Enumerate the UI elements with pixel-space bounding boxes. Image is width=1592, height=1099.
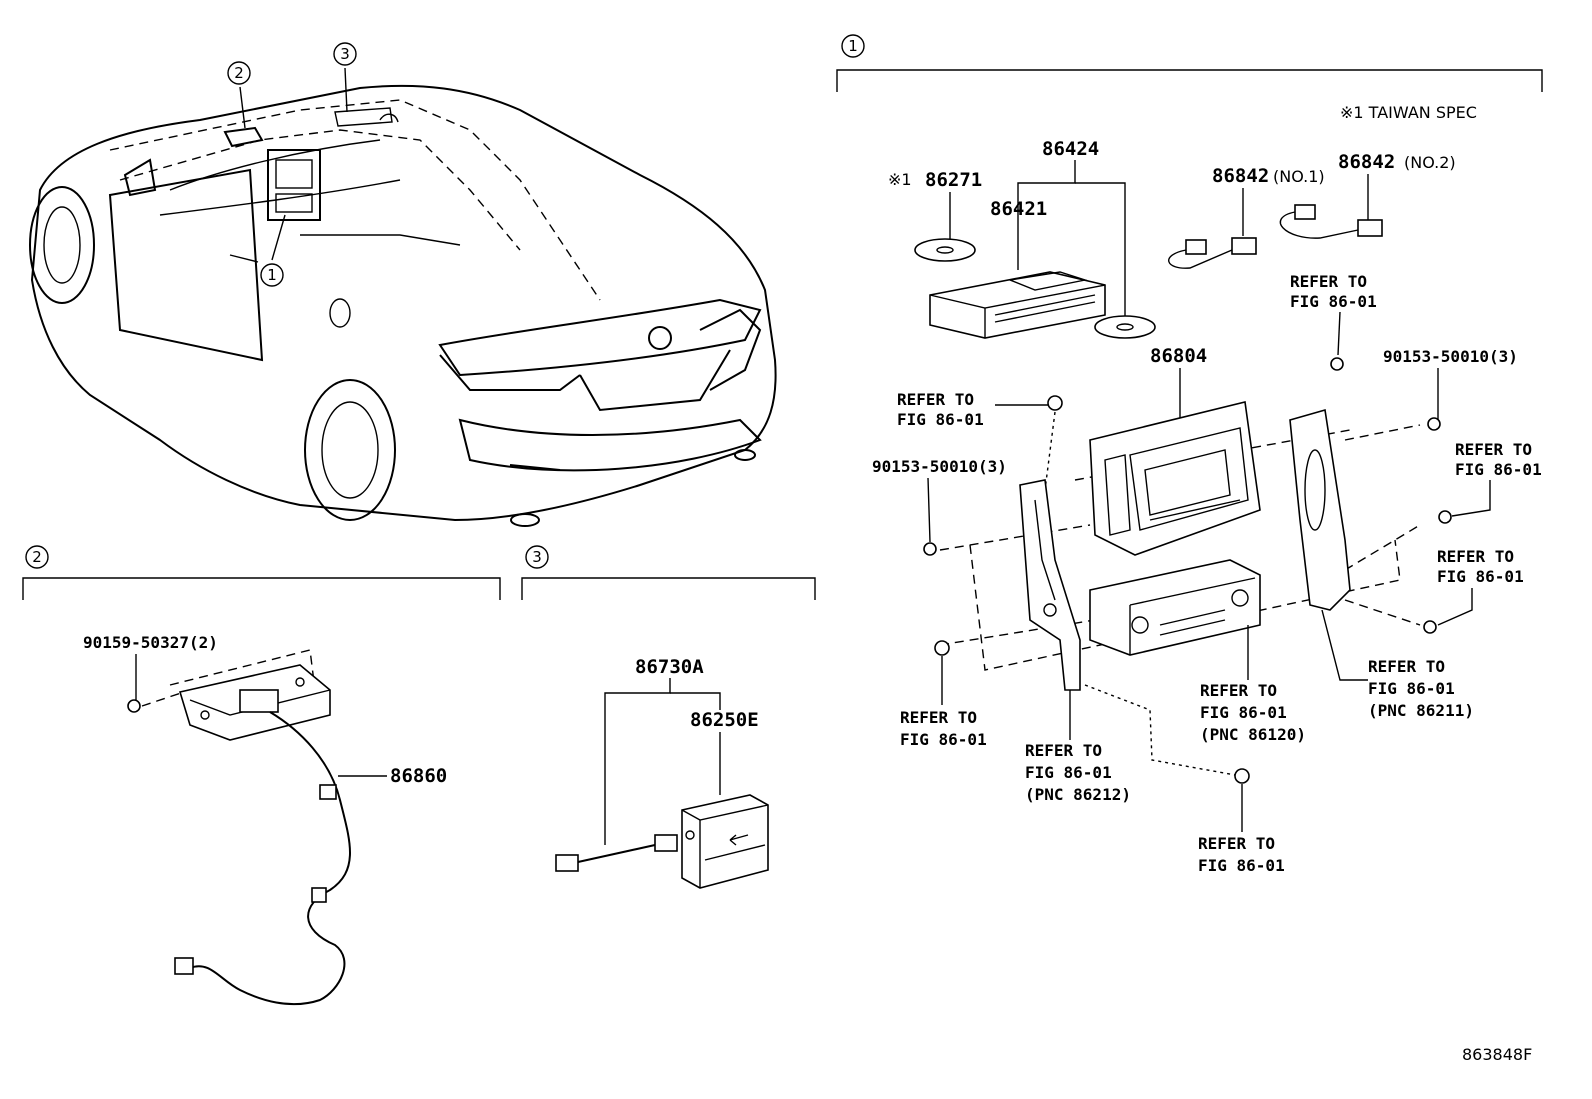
part-86842-no2-suffix: (NO.2) bbox=[1404, 153, 1456, 172]
part-86860-label: 86860 bbox=[390, 765, 447, 787]
display-panel-86804 bbox=[1089, 401, 1261, 556]
fig-label-i: FIG 86-01 bbox=[1198, 856, 1285, 875]
bracket-86860 bbox=[178, 664, 331, 741]
part-86842-no1-suffix: (NO.1) bbox=[1273, 167, 1325, 186]
part-86804-label: 86804 bbox=[1150, 345, 1207, 367]
refer-to-label-a: REFER TO bbox=[1290, 272, 1367, 291]
part-86424-label: 86424 bbox=[1042, 138, 1099, 160]
bracket-right bbox=[1289, 408, 1351, 611]
callout-1-car: 1 bbox=[260, 263, 284, 287]
svg-text:3: 3 bbox=[340, 45, 350, 63]
diagram-id: 863848F bbox=[1462, 1045, 1532, 1064]
svg-text:1: 1 bbox=[848, 37, 858, 55]
callout-1-group: 1 bbox=[841, 34, 865, 58]
fig-label-g: FIG 86-01 bbox=[1200, 703, 1287, 722]
taiwan-spec-note: ※1 TAIWAN SPEC bbox=[1340, 103, 1477, 122]
refer-to-label-d: REFER TO bbox=[1437, 547, 1514, 566]
bolt-90153-left-label: 90153-50010(3) bbox=[872, 457, 1007, 476]
refer-to-label-e: REFER TO bbox=[900, 708, 977, 727]
fig-label-a: FIG 86-01 bbox=[1290, 292, 1377, 311]
car-overview-illustration bbox=[29, 84, 777, 527]
disc-86271 bbox=[914, 238, 976, 262]
callout-3-car: 3 bbox=[333, 42, 357, 66]
unit-86250E bbox=[681, 794, 769, 889]
harness-86730A bbox=[555, 834, 678, 872]
refer-to-label-i: REFER TO bbox=[1198, 834, 1275, 853]
svg-text:1: 1 bbox=[267, 266, 277, 284]
fig-label-h: FIG 86-01 bbox=[1368, 679, 1455, 698]
fig-label-f: FIG 86-01 bbox=[1025, 763, 1112, 782]
audio-unit bbox=[1089, 559, 1261, 656]
taiwan-mark-86271: ※1 bbox=[888, 170, 912, 189]
callout-3-group: 3 bbox=[525, 545, 549, 569]
bolt-90153-right-label: 90153-50010(3) bbox=[1383, 347, 1518, 366]
part-86842-no2-label: 86842 bbox=[1338, 151, 1395, 173]
pnc-86120-label: (PNC 86120) bbox=[1200, 725, 1306, 744]
group-1-bracket bbox=[836, 69, 1543, 92]
harness-86860 bbox=[174, 711, 351, 1006]
svg-text:3: 3 bbox=[532, 548, 542, 566]
bolt-90159-label: 90159-50327(2) bbox=[83, 633, 218, 652]
part-86250E-label: 86250E bbox=[690, 709, 759, 731]
fig-label-b: FIG 86-01 bbox=[897, 410, 984, 429]
pnc-86212-label: (PNC 86212) bbox=[1025, 785, 1131, 804]
bracket-left bbox=[1019, 479, 1081, 691]
fig-label-d: FIG 86-01 bbox=[1437, 567, 1524, 586]
part-86842-no1-label: 86842 bbox=[1212, 165, 1269, 187]
callout-2-group: 2 bbox=[25, 545, 49, 569]
part-86421-label: 86421 bbox=[990, 198, 1047, 220]
harness-86842-no2 bbox=[1279, 204, 1383, 239]
navigation-unit-86421 bbox=[929, 271, 1106, 339]
group-2-bracket bbox=[22, 577, 501, 600]
harness-86842-no1 bbox=[1168, 237, 1257, 269]
group-3-bracket bbox=[521, 577, 816, 600]
svg-text:2: 2 bbox=[32, 548, 42, 566]
svg-text:2: 2 bbox=[234, 64, 244, 82]
refer-to-label-c: REFER TO bbox=[1455, 440, 1532, 459]
part-86730A-label: 86730A bbox=[635, 656, 704, 678]
fig-label-c: FIG 86-01 bbox=[1455, 460, 1542, 479]
refer-to-label-g: REFER TO bbox=[1200, 681, 1277, 700]
fig-label-e: FIG 86-01 bbox=[900, 730, 987, 749]
refer-to-label-f: REFER TO bbox=[1025, 741, 1102, 760]
callout-2-car: 2 bbox=[227, 61, 251, 85]
part-86271-label: 86271 bbox=[925, 169, 982, 191]
pnc-86211-label: (PNC 86211) bbox=[1368, 701, 1474, 720]
disc-86421 bbox=[1094, 315, 1156, 339]
refer-to-label-b: REFER TO bbox=[897, 390, 974, 409]
refer-to-label-h: REFER TO bbox=[1368, 657, 1445, 676]
